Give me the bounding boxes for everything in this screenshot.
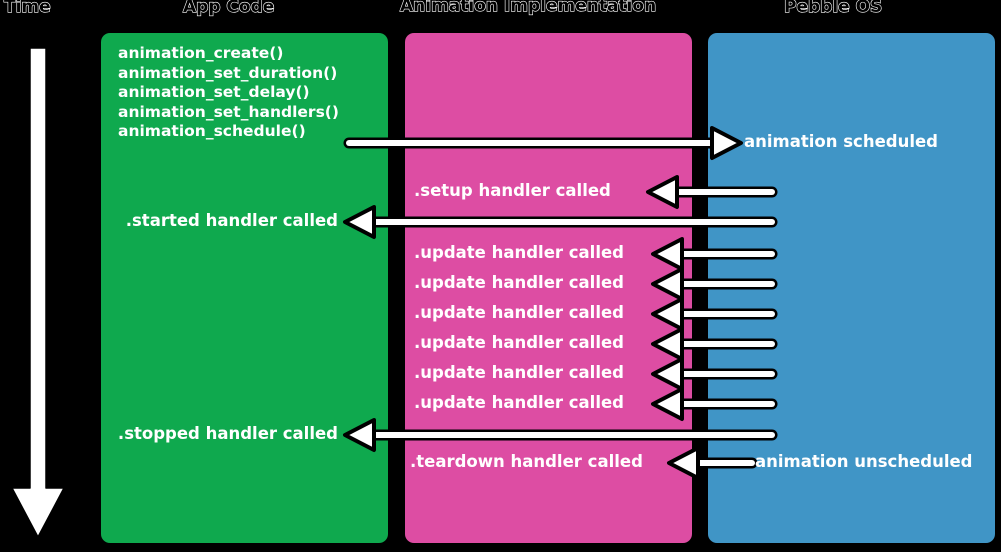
arrow-update-handler-1 [651, 237, 778, 271]
event-label-animation-unscheduled: animation unscheduled [755, 452, 973, 471]
code-line: animation_set_delay() [118, 83, 310, 101]
event-label-update-handler-3: .update handler called [414, 303, 624, 322]
code-line: animation_set_duration() [118, 63, 338, 82]
code-line: animation_create() [118, 44, 284, 62]
event-label-stopped-handler: .stopped handler called [117, 424, 338, 443]
lane-app-code [101, 33, 388, 543]
event-label-update-handler-2: .update handler called [414, 273, 624, 292]
arrow-update-handler-4 [651, 327, 778, 361]
column-header-app-code: App Code [182, 0, 275, 18]
event-label-update-handler-5: .update handler called [414, 363, 624, 382]
column-header-time: Time [3, 0, 51, 18]
arrow-animation-scheduled [343, 126, 743, 160]
event-label-setup-handler: .setup handler called [414, 181, 611, 200]
code-line: animation_set_handlers() [118, 102, 339, 121]
code-line: animation_schedule() [118, 122, 306, 140]
column-header-animation-implementation: Animation Implementation [399, 0, 657, 17]
event-label-started-handler: .started handler called [125, 211, 338, 230]
event-label-teardown-handler: .teardown handler called [410, 452, 643, 471]
arrow-update-handler-2 [651, 267, 778, 301]
arrow-started-handler [343, 205, 778, 239]
event-label-update-handler-4: .update handler called [414, 333, 624, 352]
arrow-teardown-handler [667, 446, 758, 480]
arrow-update-handler-3 [651, 297, 778, 331]
arrow-update-handler-6 [651, 387, 778, 421]
arrow-update-handler-5 [651, 357, 778, 391]
arrow-setup-handler [646, 175, 778, 209]
lane-animation-implementation [405, 33, 692, 543]
column-header-pebble-os: Pebble OS [783, 0, 883, 18]
arrow-stopped-handler [343, 418, 778, 452]
event-label-update-handler-6: .update handler called [414, 393, 624, 412]
time-direction-arrow [11, 47, 65, 538]
app-code-call-list: animation_create() animation_set_duratio… [118, 44, 388, 142]
event-label-update-handler-1: .update handler called [414, 243, 624, 262]
event-label-animation-scheduled: animation scheduled [744, 132, 938, 151]
